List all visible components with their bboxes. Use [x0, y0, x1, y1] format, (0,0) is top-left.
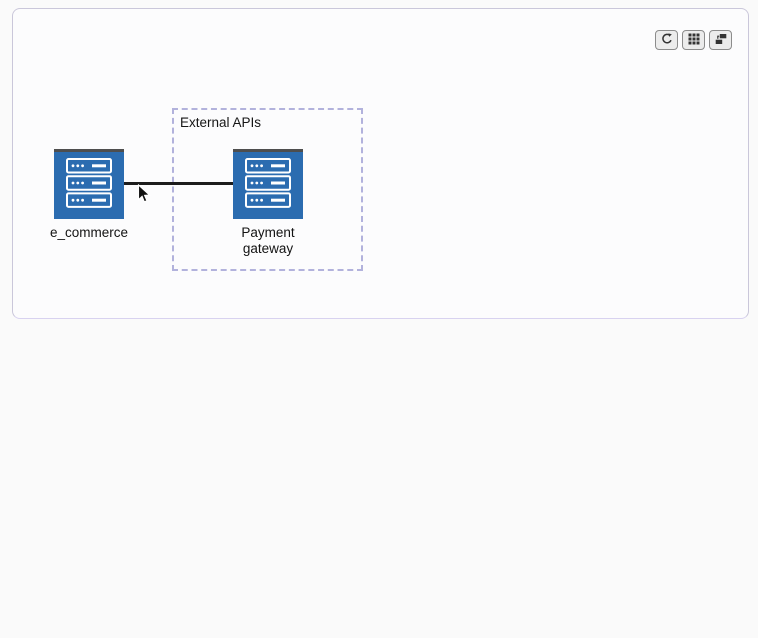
- fit-view-button[interactable]: [682, 30, 705, 50]
- diagram-canvas[interactable]: External APIs: [12, 8, 749, 319]
- fit-grid-icon: [688, 33, 700, 48]
- layers-button[interactable]: [709, 30, 732, 50]
- node-payment-gateway[interactable]: [233, 149, 303, 219]
- mouse-cursor: [137, 183, 151, 209]
- server-icon: [245, 158, 291, 213]
- group-external-apis: External APIs: [172, 108, 363, 271]
- edge-e-commerce-to-payment-gateway: [124, 182, 233, 185]
- canvas-toolbar: [655, 30, 732, 50]
- group-label: External APIs: [180, 115, 262, 130]
- node-e-commerce[interactable]: [54, 149, 124, 219]
- node-label-payment-gateway: Payment gateway: [241, 225, 295, 256]
- reset-view-icon: [661, 32, 673, 48]
- server-icon: [66, 158, 112, 213]
- layers-icon: [715, 33, 727, 48]
- reset-view-button[interactable]: [655, 30, 678, 50]
- node-label-e-commerce: e_commerce: [49, 225, 129, 240]
